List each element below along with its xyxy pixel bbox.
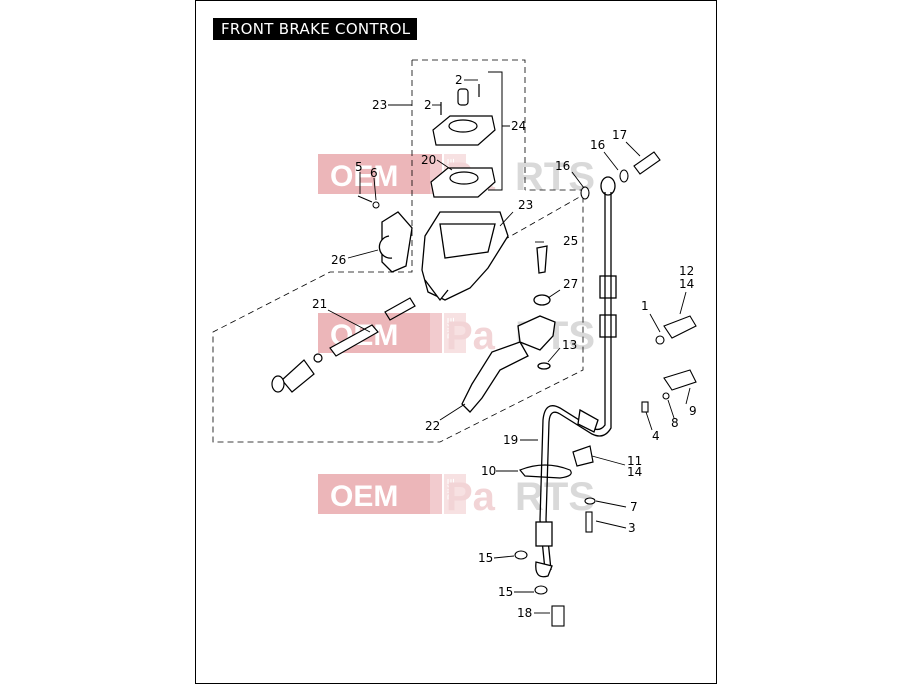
callout-23-mid: 23	[518, 198, 533, 212]
callout-16-right: 16	[590, 138, 605, 152]
callout-27: 27	[563, 277, 578, 291]
callout-1: 1	[641, 299, 649, 313]
diagram-title: FRONT BRAKE CONTROL	[213, 18, 417, 40]
callout-25: 25	[563, 234, 578, 248]
callout-9: 9	[689, 404, 697, 418]
callout-5: 5	[355, 160, 363, 174]
brake-line-19	[535, 176, 617, 578]
svg-text:RTS: RTS	[515, 475, 595, 519]
master-cylinder-body	[421, 211, 509, 302]
callout-8: 8	[671, 416, 679, 430]
callout-4: 4	[652, 429, 660, 443]
bracket-24	[488, 71, 510, 191]
callout-14-top: 14	[679, 277, 694, 291]
callout-22: 22	[425, 419, 440, 433]
svg-text:OEM: OEM	[330, 160, 398, 193]
callout-13: 13	[562, 338, 577, 352]
callout-2-top: 2	[455, 73, 463, 87]
callout-15-lower: 15	[498, 585, 513, 599]
callout-6: 6	[370, 166, 378, 180]
callout-15-upper: 15	[478, 551, 493, 565]
banjo-bolt-17	[580, 151, 661, 200]
clamp-26	[378, 211, 413, 273]
callout-16-left: 16	[555, 159, 570, 173]
callout-19: 19	[503, 433, 518, 447]
callout-7: 7	[630, 500, 638, 514]
callout-3: 3	[628, 521, 636, 535]
callout-18: 18	[517, 606, 532, 620]
callout-10: 10	[481, 464, 496, 478]
reservoir-cover-stack	[430, 84, 496, 198]
lever-22	[461, 245, 556, 413]
callout-20: 20	[421, 153, 436, 167]
callout-12: 12	[679, 264, 694, 278]
callout-24: 24	[511, 119, 526, 133]
callout-21: 21	[312, 297, 327, 311]
callout-17: 17	[612, 128, 627, 142]
callout-14-bottom: 14	[627, 465, 642, 479]
piston-21	[271, 297, 416, 393]
small-hardware	[514, 315, 697, 627]
leader-lines	[327, 79, 691, 614]
callout-23-top: 23	[372, 98, 387, 112]
callout-labels: 23 2 2 24 20 5 6 26 23 25 21 27 13 22 16…	[312, 73, 697, 620]
svg-text:Pa: Pa	[446, 475, 496, 519]
assembly-outlines	[212, 59, 584, 443]
callout-26: 26	[331, 253, 346, 267]
callout-2-mid: 2	[424, 98, 432, 112]
watermark-bottom: OEM BIKE Pa RTS	[318, 474, 595, 519]
svg-text:BIKE: BIKE	[446, 478, 456, 500]
svg-text:Pa: Pa	[446, 314, 496, 358]
svg-text:OEM: OEM	[330, 480, 398, 513]
svg-text:BIKE: BIKE	[446, 317, 456, 339]
diagram-frame	[195, 0, 717, 684]
screw-5	[357, 195, 380, 209]
callout-11: 11	[627, 454, 642, 468]
clamp-10	[519, 445, 594, 479]
